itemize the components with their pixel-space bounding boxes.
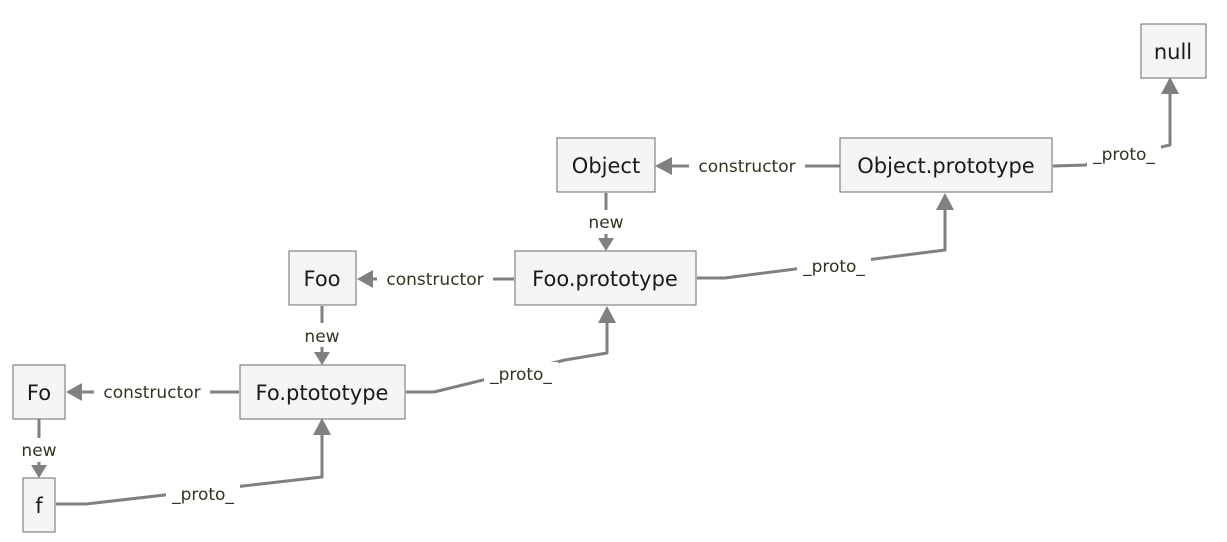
edge-object-prototype-to-null: _proto_	[1052, 77, 1179, 168]
label-bg	[166, 482, 240, 506]
arrow-head	[357, 270, 373, 288]
node-label: null	[1154, 40, 1192, 64]
edge-fo-prototype-to-foo-prototype: _proto_	[406, 306, 616, 394]
edge-label-new: new	[21, 441, 56, 461]
node-label: Fo.ptototype	[256, 381, 389, 405]
arrow-head	[598, 306, 616, 323]
edge-f-to-fo-prototype: _proto_	[56, 418, 331, 506]
edge-label-new: new	[588, 213, 623, 233]
node-label: Foo.prototype	[532, 267, 678, 291]
edge-foo-to-fo-prototype: new	[300, 306, 344, 365]
node-f[interactable]: f	[22, 477, 56, 533]
node-object[interactable]: Object	[556, 137, 656, 193]
edge-object-to-foo-prototype: new	[584, 193, 628, 251]
edge-label-proto: _proto_	[1092, 145, 1155, 165]
node-box	[1140, 23, 1207, 79]
edge-fo-prototype-to-fo: constructor	[66, 380, 239, 404]
label-bg	[797, 254, 871, 278]
label-bg	[1087, 142, 1161, 166]
edge-label-constructor: constructor	[103, 383, 200, 403]
node-box	[239, 364, 406, 420]
label-bg	[377, 267, 493, 291]
node-label: Foo	[303, 267, 340, 291]
node-foo-prototype[interactable]: Foo.prototype	[514, 250, 697, 306]
arrow-head	[936, 193, 954, 210]
node-box	[288, 250, 357, 306]
edge-foo-prototype-to-foo: constructor	[357, 267, 514, 291]
node-fo[interactable]: Fo	[12, 364, 66, 420]
arrow-head	[1161, 77, 1179, 94]
node-label: Object.prototype	[857, 154, 1034, 178]
node-object-prototype[interactable]: Object.prototype	[839, 137, 1053, 193]
label-bg	[484, 362, 558, 386]
edge-line	[406, 322, 609, 394]
edge-label-constructor: constructor	[698, 157, 795, 177]
edge-label-proto: _proto_	[171, 485, 234, 505]
arrow-head	[598, 238, 614, 251]
node-box	[514, 250, 697, 306]
edge-label-proto: _proto_	[489, 365, 552, 385]
arrow-head	[655, 157, 672, 175]
edge-foo-prototype-to-object-prototype: _proto_	[697, 193, 954, 280]
edge-object-prototype-to-object: constructor	[655, 154, 840, 178]
node-label: Object	[572, 154, 640, 178]
edge-label-proto: _proto_	[802, 257, 865, 277]
node-box	[556, 137, 656, 193]
node-box	[12, 364, 66, 420]
label-bg	[300, 323, 344, 347]
node-label: Fo	[27, 381, 51, 405]
arrow-head	[314, 352, 330, 365]
arrow-head	[313, 418, 331, 435]
arrow-head	[31, 465, 47, 478]
node-fo-prototype[interactable]: Fo.ptototype	[239, 364, 406, 420]
node-box	[22, 477, 56, 533]
arrow-head	[66, 383, 82, 401]
edge-fo-to-f: new	[17, 419, 61, 478]
label-bg	[94, 380, 210, 404]
node-box	[839, 137, 1053, 193]
node-null[interactable]: null	[1140, 23, 1207, 79]
edge-label-constructor: constructor	[386, 270, 483, 290]
node-foo[interactable]: Foo	[288, 250, 357, 306]
edge-label-new: new	[304, 327, 339, 347]
node-label: f	[35, 494, 43, 518]
label-bg	[584, 210, 628, 234]
label-bg	[689, 154, 805, 178]
label-bg	[17, 438, 61, 462]
